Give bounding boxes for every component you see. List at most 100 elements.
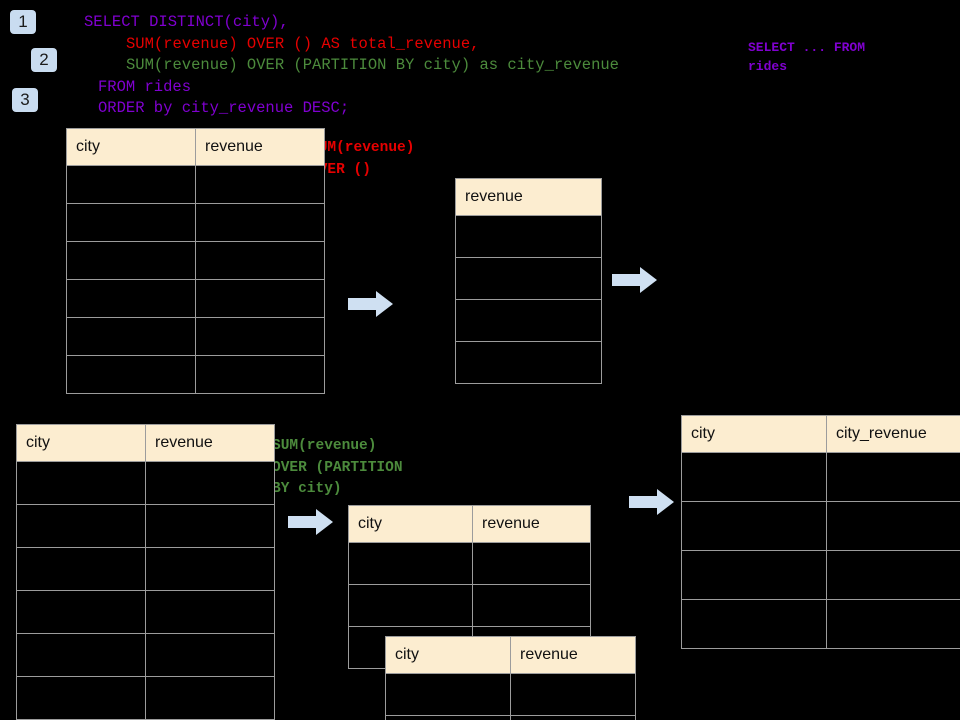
table-row xyxy=(455,341,602,384)
table-cell-empty xyxy=(455,299,602,342)
table-row xyxy=(455,215,602,258)
sql-line-5: ORDER by city_revenue DESC; xyxy=(98,99,350,117)
table-row xyxy=(66,279,325,318)
column-header-revenue: revenue xyxy=(472,505,591,543)
table-row xyxy=(455,299,602,342)
arrow-partition-to-result xyxy=(629,489,674,515)
table-cell-empty xyxy=(826,550,960,600)
table-cell-empty xyxy=(826,452,960,502)
sql-line-2: SUM(revenue) OVER () AS total_revenue, xyxy=(126,34,480,53)
table-row xyxy=(16,633,275,677)
table-row xyxy=(66,203,325,242)
table-cell-empty xyxy=(16,504,146,548)
table-cell-empty xyxy=(455,257,602,300)
sql-line-1: SELECT DISTINCT(city), xyxy=(84,13,289,31)
arrow-total-to-result-top xyxy=(612,267,657,293)
table-cell-empty xyxy=(145,676,275,720)
table-cell-empty xyxy=(510,715,636,720)
table-cell-empty xyxy=(195,165,325,204)
column-header-city: city xyxy=(385,636,511,674)
table-row xyxy=(348,584,591,627)
table-cell-empty xyxy=(145,633,275,677)
table-row xyxy=(66,317,325,356)
table-cell-empty xyxy=(348,584,473,627)
table-row xyxy=(385,673,636,716)
total-revenue-table: revenue xyxy=(455,178,602,384)
column-header-city: city xyxy=(66,128,196,166)
column-header-revenue: revenue xyxy=(145,424,275,462)
sql-line-3: SUM(revenue) OVER (PARTITION BY city) as… xyxy=(126,56,619,74)
table-cell-empty xyxy=(66,279,196,318)
column-header-city_revenue: city_revenue xyxy=(826,415,960,453)
table-header-row: revenue xyxy=(455,178,602,216)
table-row xyxy=(455,257,602,300)
table-row xyxy=(681,452,960,502)
column-header-city: city xyxy=(348,505,473,543)
table-row xyxy=(16,590,275,634)
table-cell-empty xyxy=(455,341,602,384)
table-cell-empty xyxy=(385,715,511,720)
table-cell-empty xyxy=(16,633,146,677)
table-cell-empty xyxy=(195,317,325,356)
annotation-select-from-rides: SELECT ... FROM rides xyxy=(748,40,866,74)
column-header-city: city xyxy=(681,415,827,453)
table-cell-empty xyxy=(472,584,591,627)
column-header-revenue: revenue xyxy=(510,636,636,674)
table-cell-empty xyxy=(826,599,960,649)
step-badge-3: 3 xyxy=(12,88,38,112)
table-cell-empty xyxy=(66,165,196,204)
table-row xyxy=(16,504,275,548)
table-cell-empty xyxy=(195,203,325,242)
sql-line-4: FROM rides xyxy=(98,77,192,96)
table-cell-empty xyxy=(681,452,827,502)
table-cell-empty xyxy=(348,542,473,585)
table-cell-empty xyxy=(510,673,636,716)
table-cell-empty xyxy=(145,547,275,591)
table-row xyxy=(16,461,275,505)
step-badge-2: 2 xyxy=(31,48,57,72)
column-header-revenue: revenue xyxy=(455,178,602,216)
table-cell-empty xyxy=(455,215,602,258)
table-cell-empty xyxy=(16,590,146,634)
annotation-sum-over-partition: SUM(revenue) OVER (PARTITION BY city) xyxy=(272,438,403,497)
table-row xyxy=(385,715,636,720)
table-cell-empty xyxy=(16,547,146,591)
table-row xyxy=(681,599,960,649)
table-row xyxy=(66,165,325,204)
table-cell-empty xyxy=(385,673,511,716)
table-row xyxy=(16,676,275,720)
table-cell-empty xyxy=(66,241,196,280)
table-cell-empty xyxy=(681,550,827,600)
table-cell-empty xyxy=(145,590,275,634)
column-header-city: city xyxy=(16,424,146,462)
table-cell-empty xyxy=(195,355,325,394)
arrow-source-to-total xyxy=(348,291,393,317)
table-row xyxy=(681,501,960,551)
table-cell-empty xyxy=(826,501,960,551)
annotation-sum-over-empty: SUM(revenue) OVER () xyxy=(310,140,415,178)
table-cell-empty xyxy=(66,355,196,394)
table-cell-empty xyxy=(681,501,827,551)
table-cell-empty xyxy=(16,461,146,505)
table-row xyxy=(16,547,275,591)
table-row xyxy=(348,542,591,585)
arrow-source2-to-partition xyxy=(288,509,333,535)
table-cell-empty xyxy=(681,599,827,649)
table-cell-empty xyxy=(145,461,275,505)
table-cell-empty xyxy=(145,504,275,548)
table-row xyxy=(681,550,960,600)
table-row xyxy=(66,241,325,280)
table-cell-empty xyxy=(195,241,325,280)
table-cell-empty xyxy=(66,203,196,242)
table-cell-empty xyxy=(16,676,146,720)
column-header-revenue: revenue xyxy=(195,128,325,166)
